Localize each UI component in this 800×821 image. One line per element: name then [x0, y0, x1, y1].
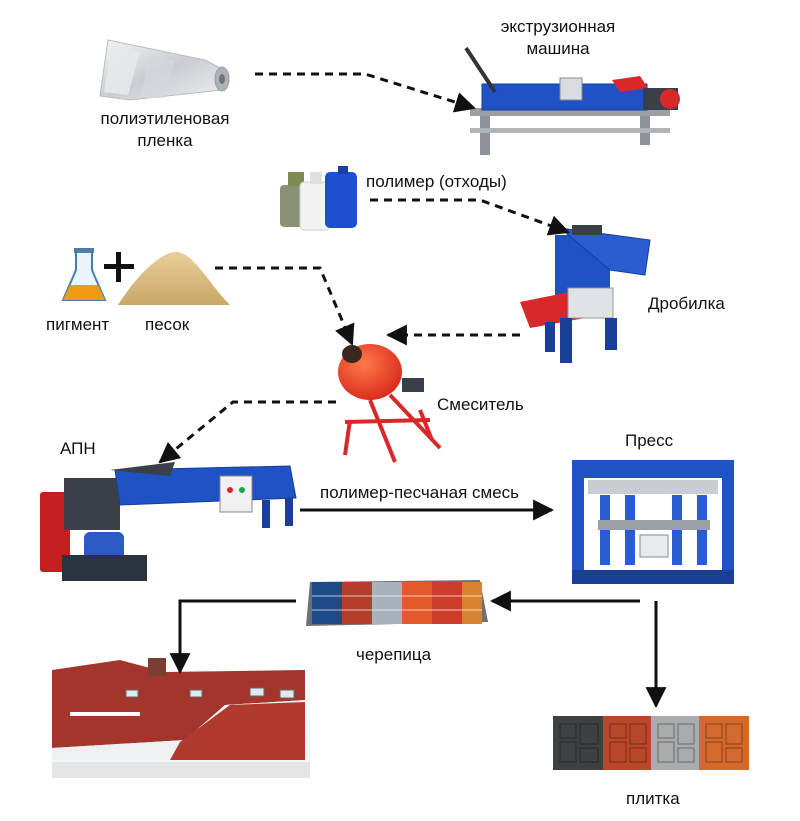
label-tile-paving: плитка	[626, 789, 680, 808]
label-apn: АПН	[60, 439, 96, 458]
plastic-film-roll-icon	[99, 39, 230, 101]
crusher-machine-icon	[520, 225, 651, 363]
label-film-line-1: полиэтиленовая	[100, 109, 230, 128]
sand-pile-icon	[118, 251, 230, 305]
label-mixer: Смеситель	[437, 395, 524, 414]
plus-icon	[104, 252, 134, 282]
arrow-sand-to-mixer	[215, 266, 355, 346]
label-press: Пресс	[625, 431, 674, 450]
label-pigment: пигмент	[46, 315, 110, 334]
concrete-mixer-icon	[338, 344, 442, 463]
label-extruder: экструзионная машина	[488, 16, 628, 60]
label-film: полиэтиленовая пленка	[80, 108, 250, 152]
extrusion-machine-icon	[464, 46, 680, 155]
label-extruder-line-2: машина	[526, 39, 590, 58]
arrow-mixer-to-apn	[158, 400, 336, 464]
flow-connectors	[158, 72, 667, 709]
canisters-icon	[280, 166, 357, 231]
pigment-flask-icon	[61, 248, 107, 301]
house-roof-icon	[52, 658, 310, 778]
label-film-line-2: пленка	[137, 131, 193, 150]
arrow-film-to-extruder	[255, 72, 477, 113]
arrow-polymer-to-crusher	[370, 198, 570, 236]
label-mixture: полимер-песчаная смесь	[320, 483, 520, 502]
label-polymer-waste: полимер (отходы)	[366, 172, 507, 191]
arrow-roof-tiles-to-house	[169, 599, 296, 675]
label-tile-roof: черепица	[356, 645, 432, 664]
label-sand: песок	[145, 315, 190, 334]
label-crusher: Дробилка	[648, 294, 725, 313]
roof-tiles-icon	[306, 580, 488, 626]
paving-tiles-icon	[553, 716, 749, 770]
label-extruder-line-1: экструзионная	[500, 17, 616, 36]
press-machine-icon	[572, 460, 734, 584]
apn-machine-icon	[40, 462, 297, 581]
